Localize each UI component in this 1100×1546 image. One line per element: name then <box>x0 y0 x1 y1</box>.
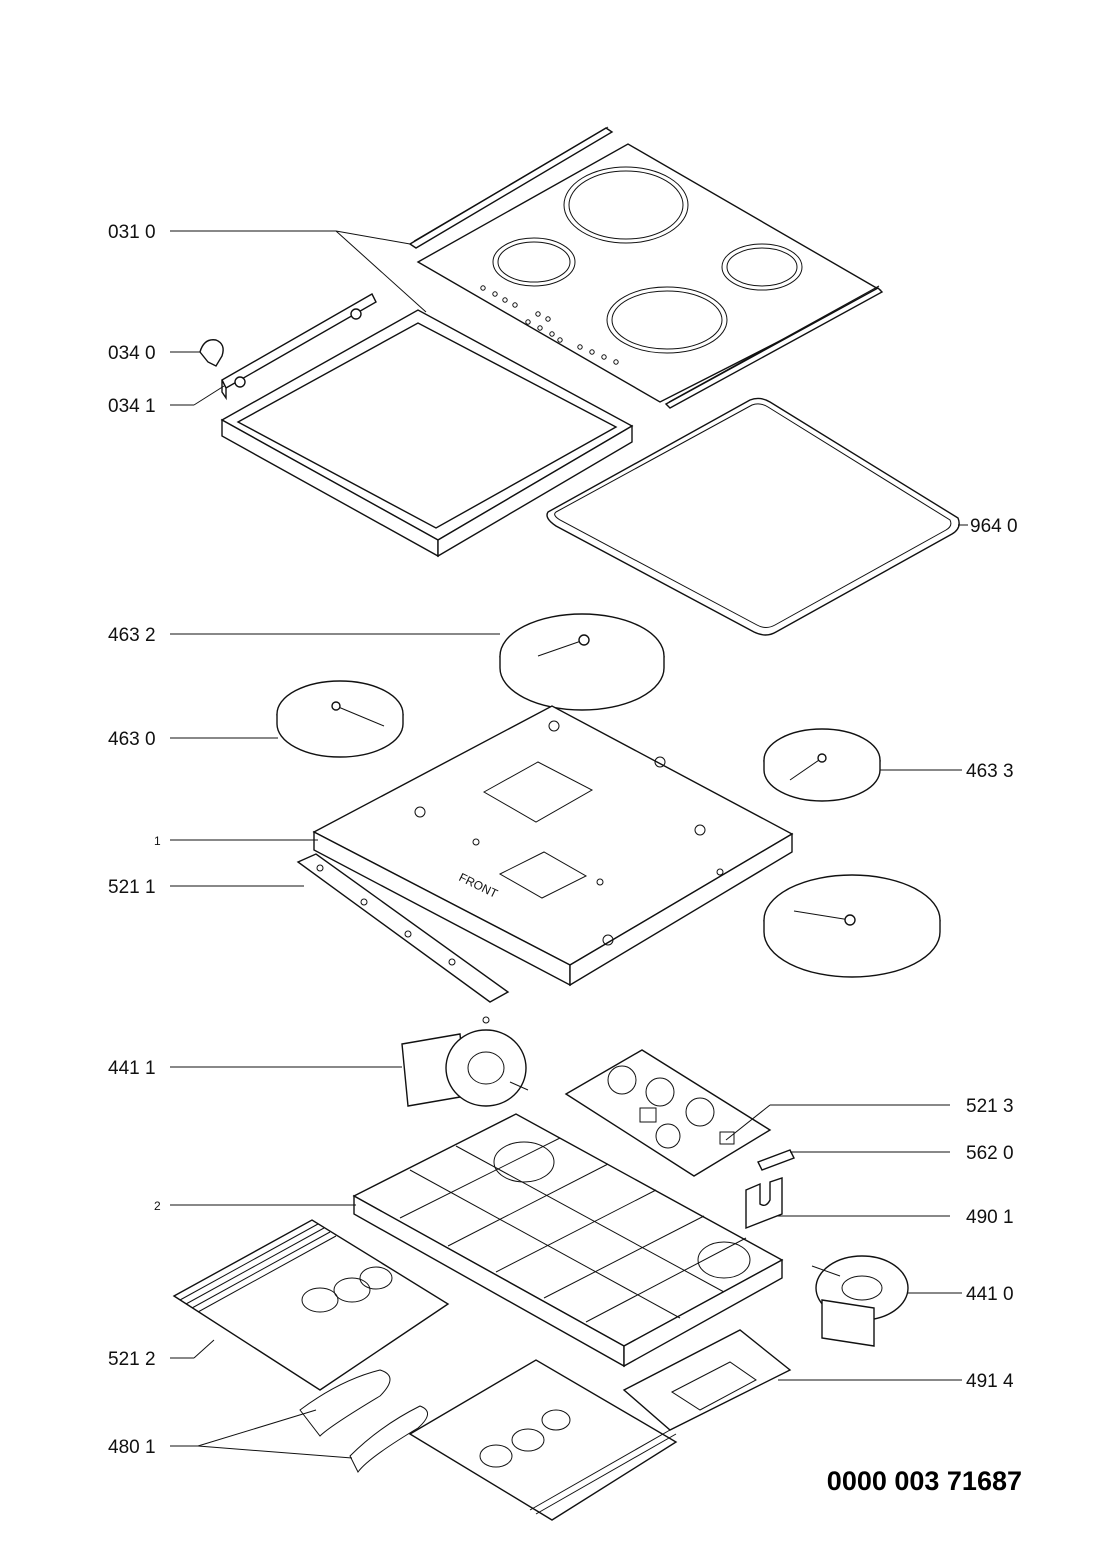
support-plate: FRONT <box>312 705 794 987</box>
label-034-1: 034 1 <box>108 396 156 417</box>
label-034-0: 034 0 <box>108 343 156 364</box>
label-491-4: 491 4 <box>966 1371 1014 1392</box>
glass-ceramic-top <box>416 143 882 403</box>
label-031-0: 031 0 <box>108 222 156 243</box>
power-board-left <box>172 1219 450 1391</box>
label-463-0: 463 0 <box>108 729 156 750</box>
radiant-element-large-front <box>763 874 941 978</box>
radiant-element-small-left <box>276 680 404 758</box>
leader-lines <box>170 230 968 1459</box>
label-964-0: 964 0 <box>970 516 1018 537</box>
power-board-upper <box>564 1049 772 1177</box>
cooling-fan-left <box>401 1029 529 1107</box>
mounting-bracket <box>221 293 377 401</box>
label-1: 1 <box>154 834 161 848</box>
seal-gasket <box>546 397 960 636</box>
document-number: 0000 003 71687 <box>827 1466 1022 1496</box>
cooling-fan-right <box>811 1255 909 1347</box>
label-490-1: 490 1 <box>966 1207 1014 1228</box>
label-480-1: 480 1 <box>108 1437 156 1458</box>
fixing-clip <box>199 339 224 367</box>
label-521-1: 521 1 <box>108 877 156 898</box>
fuse-holder <box>745 1177 783 1230</box>
wire-harness <box>299 1369 428 1473</box>
fuse <box>757 1149 795 1171</box>
radiant-element-small-right <box>763 728 881 802</box>
radiant-element-large-rear <box>499 613 665 711</box>
label-521-3: 521 3 <box>966 1096 1014 1117</box>
label-441-0: 441 0 <box>966 1284 1014 1305</box>
label-463-3: 463 3 <box>966 761 1014 782</box>
insulation-sheet <box>622 1329 792 1431</box>
label-2: 2 <box>154 1199 161 1213</box>
part-labels: 031 0 034 0 034 1 964 0 463 2 463 0 463 … <box>108 222 1018 1458</box>
cooktop-frame <box>220 309 634 558</box>
side-trim-strips <box>408 126 884 409</box>
label-521-2: 521 2 <box>108 1349 156 1370</box>
label-562-0: 562 0 <box>966 1143 1014 1164</box>
control-board-strip <box>296 853 510 1024</box>
label-441-1: 441 1 <box>108 1058 156 1079</box>
power-board-bottom <box>408 1359 678 1521</box>
label-463-2: 463 2 <box>108 625 156 646</box>
base-tray <box>352 1113 784 1368</box>
